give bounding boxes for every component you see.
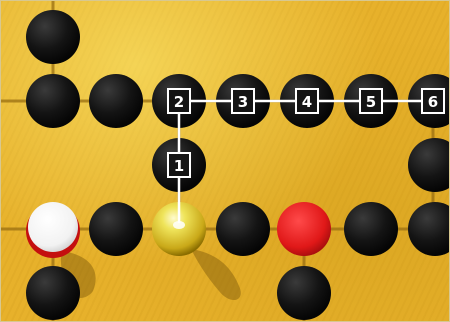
piece-shadows: [61, 249, 241, 300]
white-piece[interactable]: [28, 202, 78, 252]
path-step-label: 3: [238, 93, 248, 111]
black-piece[interactable]: [277, 266, 331, 320]
red-piece[interactable]: [277, 202, 331, 256]
path-step-1: 1: [168, 153, 190, 177]
black-piece[interactable]: [408, 202, 450, 256]
black-piece[interactable]: [216, 202, 270, 256]
path-step-label: 5: [366, 93, 376, 111]
path-step-3: 3: [232, 89, 254, 113]
path-step-label: 6: [428, 93, 438, 111]
black-piece[interactable]: [89, 74, 143, 128]
yellow-piece-shadow: [191, 249, 241, 300]
black-piece[interactable]: [89, 202, 143, 256]
black-piece[interactable]: [344, 202, 398, 256]
black-piece[interactable]: [408, 138, 450, 192]
path-step-label: 4: [302, 93, 312, 111]
black-piece[interactable]: [26, 74, 80, 128]
path-step-5: 5: [360, 89, 382, 113]
black-piece[interactable]: [26, 10, 80, 64]
path-step-6: 6: [422, 89, 444, 113]
black-piece[interactable]: [26, 266, 80, 320]
path-step-2: 2: [168, 89, 190, 113]
path-step-4: 4: [296, 89, 318, 113]
path-step-label: 2: [174, 93, 184, 111]
path-step-label: 1: [174, 157, 184, 175]
